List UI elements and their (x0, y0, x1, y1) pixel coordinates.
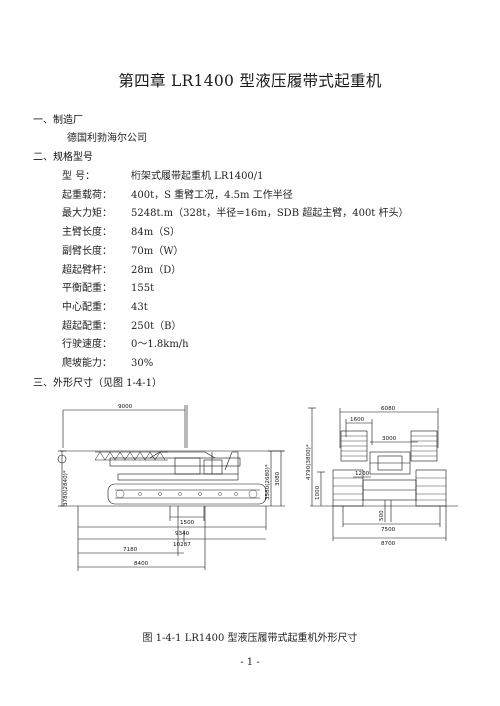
dim-front-8700: 8700 (381, 541, 396, 547)
page-title: 第四章 LR1400 型液压履带式起重机 (118, 72, 382, 90)
figure-caption: 图 1-4-1 LR1400 型液压履带式起重机外形尺寸 (142, 633, 358, 644)
dim-side-right-vertical-2: 3080 (275, 471, 281, 486)
side-view-drawing (57, 405, 285, 571)
dim-side-10287: 10287 (173, 542, 191, 548)
dim-side-9000: 9000 (118, 404, 133, 410)
spec-row: 爬坡能力： 30% (62, 354, 153, 369)
spec-row: 副臂长度： 70m（W） (62, 242, 184, 257)
section-heading-specs: 二、规格型号 (33, 152, 93, 163)
spec-row: 起重载荷： 400t，S 重臂工况，4.5m 工作半径 (62, 186, 293, 201)
dim-side-left-vertical: 3780(2840)* (63, 470, 69, 506)
dim-side-right-vertical-1: 3580(2680)* (265, 464, 271, 500)
dim-front-1200: 1200 (355, 471, 370, 477)
spec-value: 0～1.8km/h (131, 339, 189, 351)
spec-row: 中心配重： 43t (62, 298, 148, 313)
spec-value: 400t，S 重臂工况，4.5m 工作半径 (131, 189, 293, 201)
spec-value: 84m（S） (131, 227, 181, 239)
spec-label: 主臂长度： (62, 227, 112, 239)
dim-front-6080: 6080 (381, 406, 396, 412)
spec-label: 行驶速度： (62, 339, 112, 351)
spec-label: 平衡配重： (62, 283, 112, 295)
manufacturer-name: 德国利勃海尔公司 (67, 133, 147, 144)
spec-label: 超起臂杆： (62, 264, 112, 276)
page-number: - 1 - (240, 657, 260, 668)
spec-row: 超起配重： 250t（B） (62, 317, 181, 332)
spec-row: 型 号： 桁架式履带起重机 LR1400/1 (62, 167, 264, 182)
spec-label: 副臂长度： (62, 245, 112, 257)
spec-value: 43t (131, 301, 148, 313)
spec-row: 超起臂杆： 28m（D） (62, 261, 181, 276)
spec-label: 型 号： (62, 171, 96, 182)
section-heading-dimensions: 三、外形尺寸（见图 1-4-1） (33, 378, 163, 389)
front-view-drawing (308, 407, 458, 541)
dim-front-1600: 1600 (350, 417, 365, 423)
spec-row: 行驶速度： 0～1.8km/h (62, 335, 189, 350)
spec-value: 28m（D） (131, 264, 182, 276)
spec-value: 30% (131, 358, 154, 369)
spec-row: 平衡配重： 155t (62, 279, 154, 294)
spec-value: 155t (131, 283, 155, 295)
spec-label: 超起配重： (62, 320, 112, 332)
spec-row: 主臂长度： 84m（S） (62, 223, 180, 238)
dim-front-1000: 1000 (315, 485, 321, 500)
spec-label: 中心配重： (62, 301, 112, 313)
dim-side-7180: 7180 (123, 547, 138, 553)
dim-side-9340: 9340 (175, 531, 190, 537)
spec-value: 250t（B） (131, 320, 182, 332)
spec-row: 最大力矩： 5248t.m（328t，半径=16m，SDB 超起主臂，400t 杆… (62, 204, 409, 219)
spec-value: 5248t.m（328t，半径=16m，SDB 超起主臂，400t 杆头） (131, 208, 409, 220)
dim-side-1500: 1500 (180, 520, 195, 526)
spec-label: 最大力矩： (62, 208, 112, 220)
spec-label: 起重载荷： (62, 189, 112, 201)
dim-front-3000: 3000 (382, 436, 397, 442)
dim-front-left-vertical: 4790(3800)* (306, 444, 312, 480)
spec-value: 70m（W） (131, 245, 184, 257)
dim-side-8400: 8400 (134, 561, 149, 567)
dim-front-500: 500 (379, 510, 385, 521)
dim-front-7500: 7500 (381, 527, 396, 533)
spec-value: 桁架式履带起重机 LR1400/1 (131, 171, 264, 182)
spec-label: 爬坡能力： (62, 358, 112, 369)
section-heading-manufacturer: 一、制造厂 (33, 115, 83, 126)
